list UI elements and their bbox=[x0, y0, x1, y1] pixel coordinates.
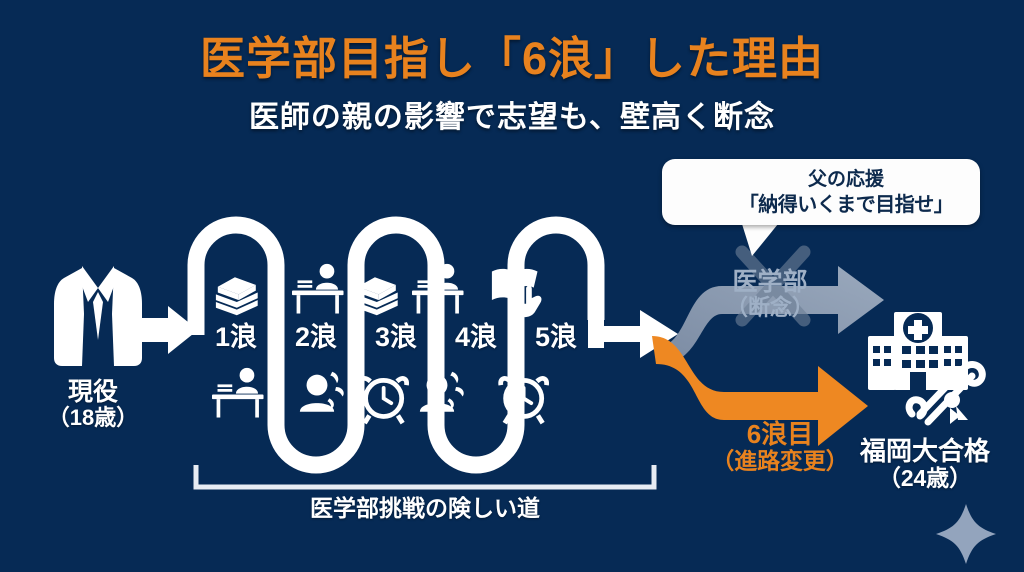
speech-bubble: 父の応援 「納得いくまで目指せ」 bbox=[662, 159, 980, 225]
abandoned-branch-sub: （断念） bbox=[725, 295, 814, 320]
alarm-clock-icon bbox=[358, 376, 409, 425]
chosen-branch-label: 6浪目 （進路変更） bbox=[690, 419, 870, 475]
goal-label-sub: （24歳） bbox=[877, 465, 973, 492]
speech-bubble-text: 父の応援 「納得いくまで目指せ」 bbox=[720, 167, 972, 219]
step-label-4: 4浪 bbox=[454, 322, 498, 352]
x-cross-icon bbox=[735, 245, 811, 327]
abandoned-branch-arrow bbox=[654, 266, 884, 364]
chosen-branch-sub: （進路変更） bbox=[711, 448, 849, 475]
stacked-books-icon bbox=[355, 277, 398, 316]
page-title: 医学部目指し「6浪」した理由 bbox=[199, 33, 825, 84]
sparkle-icon bbox=[936, 504, 996, 564]
step-label-1: 1浪 bbox=[214, 322, 258, 352]
bracket-caption: 医学部挑戦の険しい道 bbox=[310, 495, 540, 521]
hospital-building-icon bbox=[868, 312, 968, 390]
speech-bubble-line1: 父の応援 bbox=[807, 169, 884, 190]
chosen-branch-arrow bbox=[652, 336, 868, 446]
school-blazer-icon bbox=[54, 266, 142, 366]
bubble-tail bbox=[742, 224, 778, 256]
speech-bubble-line2: 「納得いくまで目指せ」 bbox=[738, 194, 954, 217]
start-label-main: 現役 bbox=[67, 378, 118, 406]
stressed-person-icon bbox=[299, 371, 344, 412]
start-label: 現役 （18歳） bbox=[18, 378, 168, 431]
person-at-desk-icon bbox=[212, 367, 264, 418]
abandoned-branch-label: 医学部 （断念） bbox=[700, 268, 840, 321]
chosen-branch-main: 6浪目 bbox=[746, 419, 814, 449]
stressed-person-icon bbox=[419, 371, 464, 412]
start-label-sub: （18歳） bbox=[47, 405, 139, 430]
page-subtitle: 医師の親の影響で志望も、壁高く断念 bbox=[248, 101, 776, 134]
goal-label-main: 福岡大合格 bbox=[859, 436, 990, 466]
step-label-3: 3浪 bbox=[374, 322, 418, 352]
diploma-scroll-icon bbox=[905, 361, 986, 426]
stacked-books-icon bbox=[215, 277, 258, 316]
step-label-2: 2浪 bbox=[294, 322, 338, 352]
serpentine-path bbox=[187, 216, 605, 474]
person-at-desk-icon bbox=[412, 263, 464, 314]
goal-label: 福岡大合格 （24歳） bbox=[832, 436, 1018, 492]
path-bracket bbox=[193, 465, 657, 490]
abandoned-branch-main: 医学部 bbox=[732, 268, 808, 296]
open-book-hand-icon bbox=[491, 268, 542, 318]
person-at-desk-icon bbox=[292, 263, 344, 314]
alarm-clock-icon bbox=[498, 376, 549, 425]
step-label-5: 5浪 bbox=[534, 322, 578, 352]
start-arrow-icon bbox=[140, 306, 198, 354]
